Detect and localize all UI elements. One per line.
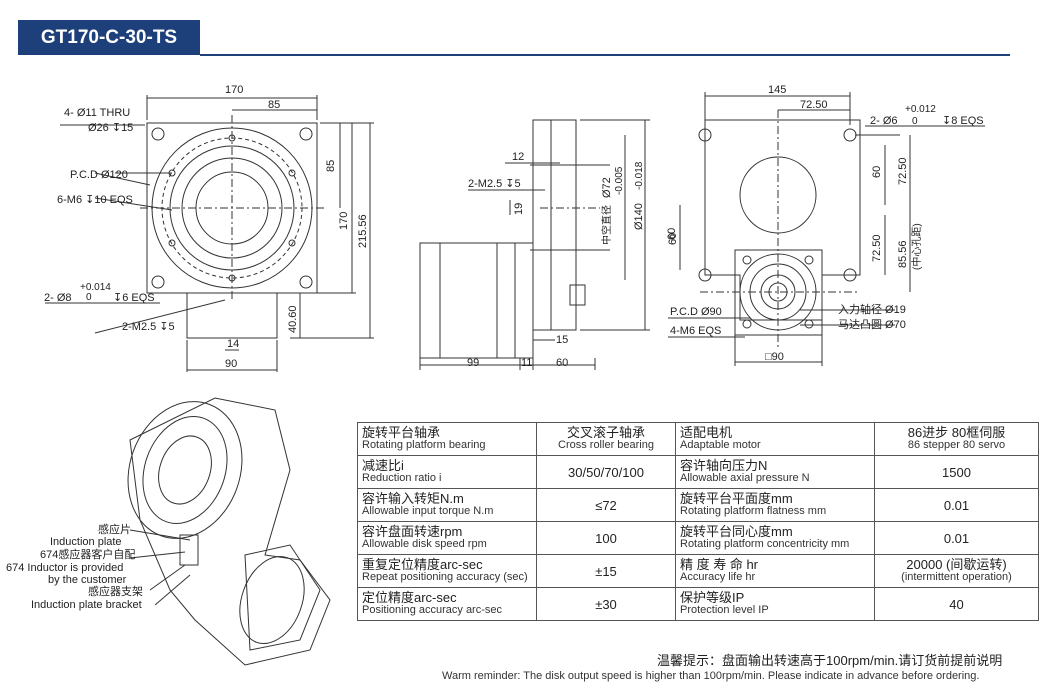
page-title: GT170-C-30-TS	[18, 20, 200, 55]
rear-center-hole: (中心孔距)	[910, 223, 923, 270]
rear-dim-72v2: 72.50	[871, 234, 883, 262]
front-sensor-tap: 2-M2.5 ↧5	[122, 321, 175, 333]
front-thru-hole: 4- Ø11 THRU	[64, 107, 130, 119]
front-tapped: 6-M6 ↧10 EQS	[57, 194, 133, 206]
rear-dim-72v: 72.50	[897, 157, 909, 185]
iso-inductor-en2: by the customer	[48, 574, 127, 586]
title-underline	[200, 54, 1010, 56]
front-dim-170v: 170	[338, 212, 350, 230]
front-dim-215: 215.56	[357, 214, 369, 248]
iso-inductor-en1: 674 Inductor is provided	[6, 562, 123, 574]
rear-pin-tol: +0.012	[905, 104, 936, 115]
front-pin-depth: ↧6 EQS	[113, 292, 155, 304]
iso-plate-zh: 感应片	[98, 522, 131, 536]
front-dim-90: 90	[225, 358, 237, 370]
rear-pin-tol-low: 0	[912, 116, 918, 127]
front-dim-85: 85	[268, 99, 280, 111]
front-pcd: P.C.D Ø120	[70, 169, 128, 181]
front-counterbore: Ø26 ↧15	[88, 122, 133, 134]
rear-square: □90	[765, 351, 784, 363]
rear-dim-60: 60	[871, 166, 883, 178]
side-bore-label: 中空直径	[600, 205, 613, 245]
side-dim-19: 19	[513, 203, 525, 215]
side-bore: Ø72	[601, 177, 613, 198]
side-dim-11: 11	[521, 357, 532, 369]
iso-inductor-zh: 674感应器客户自配	[40, 547, 135, 561]
side-dim-12: 12	[512, 151, 524, 163]
rear-tap: 4-M6 EQS	[670, 325, 721, 337]
front-dim-40: 40.60	[287, 305, 299, 333]
front-pin-tol-low: 0	[86, 292, 92, 303]
side-dim-99: 99	[467, 357, 479, 369]
front-dim-85v: 85	[325, 160, 337, 172]
side-tol-a: -0.005	[614, 166, 625, 195]
front-dim-14: 14	[227, 338, 239, 350]
side-dim-60: 60	[556, 357, 568, 369]
rear-pcd: P.C.D Ø90	[670, 306, 722, 318]
side-dim-60v: 60	[666, 228, 678, 240]
rear-dim-72: 72.50	[800, 99, 828, 111]
rear-input-shaft: 入力轴径 Ø19	[838, 302, 906, 316]
front-pin-tol: +0.014	[80, 282, 111, 293]
rear-motor-circle: 马达凸圆 Ø70	[838, 318, 906, 331]
iso-plate-en: Induction plate	[50, 536, 122, 548]
side-pilot: Ø140	[633, 203, 645, 230]
rear-pin: 2- Ø6	[870, 115, 898, 127]
warm-reminder-zh: 温馨提示：盘面输出转速高于100rpm/min.请订货前提前说明	[657, 653, 1003, 668]
rear-dim-145: 145	[768, 84, 786, 96]
iso-bracket-zh: 感应器支架	[88, 584, 143, 598]
side-tol-b: -0.018	[634, 161, 645, 190]
side-dim-15: 15	[556, 334, 568, 346]
rear-dim-60L: 60	[667, 233, 679, 245]
rear-dim-85: 85.56	[897, 240, 909, 268]
iso-bracket-en: Induction plate bracket	[31, 599, 142, 611]
warm-reminder-en: Warm reminder: The disk output speed is …	[442, 670, 980, 682]
side-tap: 2-M2.5 ↧5	[468, 178, 521, 190]
front-dim-170: 170	[225, 84, 243, 96]
rear-pin-depth: ↧8 EQS	[942, 115, 984, 127]
front-pin-hole: 2- Ø8	[44, 292, 72, 304]
